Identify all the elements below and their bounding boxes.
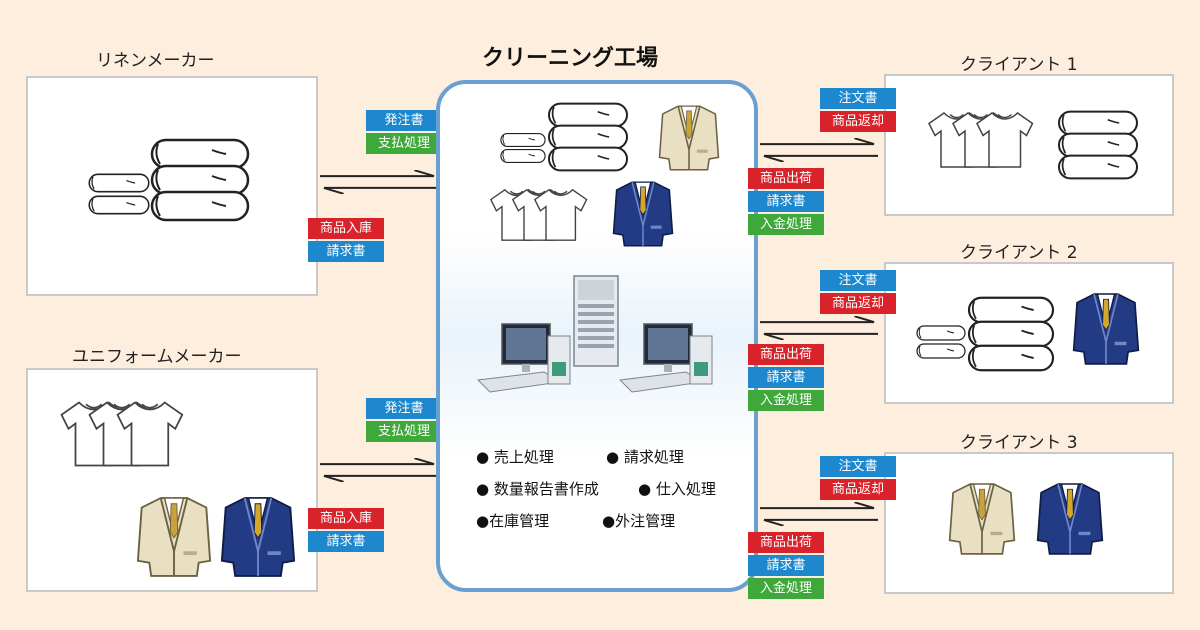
tag-order-sheet: 発注書 xyxy=(366,110,442,131)
client2-title: クライアント 2 xyxy=(960,243,1078,263)
client1-box xyxy=(884,74,1174,216)
tag-invoice: 請求書 xyxy=(748,555,824,576)
task-outsourcing: ●外注管理 xyxy=(602,512,676,530)
navy-jacket-icon xyxy=(1036,483,1104,555)
tag-receipt-of-payment: 入金処理 xyxy=(748,578,824,599)
tag-order-sheet: 発注書 xyxy=(366,398,442,419)
towel-stack-icon xyxy=(916,296,1055,372)
arrows-supplier2 xyxy=(320,458,438,482)
factory-title: クリーニング工場 xyxy=(482,46,659,71)
tag-goods-receipt: 商品入庫 xyxy=(308,508,384,529)
arrows-client2 xyxy=(760,316,878,340)
task-inventory: ●在庫管理 xyxy=(476,512,550,530)
supplier-uniform-title: ユニフォームメーカー xyxy=(72,347,242,367)
task-purchasing: ● 仕入処理 xyxy=(638,480,716,498)
beige-jacket-icon xyxy=(948,483,1016,555)
towel-stack-icon xyxy=(1057,110,1139,180)
tag-payment: 支払処理 xyxy=(366,133,442,154)
client2-box xyxy=(884,262,1174,404)
supplier-linen-box xyxy=(26,76,318,296)
navy-jacket-icon xyxy=(612,181,674,247)
task-billing: ● 請求処理 xyxy=(606,448,684,466)
tag-shipment: 商品出荷 xyxy=(748,168,824,189)
arrows-supplier1 xyxy=(320,170,438,194)
tag-receipt-of-payment: 入金処理 xyxy=(748,214,824,235)
task-quantity-report: ● 数量報告書作成 xyxy=(476,480,599,498)
tag-shipment: 商品出荷 xyxy=(748,532,824,553)
supplier-linen-title: リネンメーカー xyxy=(96,51,215,71)
tag-goods-return: 商品返却 xyxy=(820,293,896,314)
arrows-client3 xyxy=(760,502,878,526)
arrows-client1 xyxy=(760,138,878,162)
tag-shipment: 商品出荷 xyxy=(748,344,824,365)
client3-title: クライアント 3 xyxy=(960,433,1078,453)
beige-jacket-icon xyxy=(658,105,720,171)
tag-order-form: 注文書 xyxy=(820,456,896,477)
towel-stack-icon xyxy=(88,138,250,222)
client3-box xyxy=(884,452,1174,594)
server-icon xyxy=(573,275,619,367)
tag-order-form: 注文書 xyxy=(820,88,896,109)
tag-invoice: 請求書 xyxy=(308,531,384,552)
desktop-pc-icon xyxy=(618,323,713,393)
tshirt-icon xyxy=(928,112,1034,168)
tag-goods-receipt: 商品入庫 xyxy=(308,218,384,239)
navy-jacket-icon xyxy=(220,497,296,577)
client1-title: クライアント 1 xyxy=(960,55,1078,75)
tag-goods-return: 商品返却 xyxy=(820,479,896,500)
tag-invoice: 請求書 xyxy=(748,367,824,388)
factory-panel: ● 売上処理 ● 請求処理 ● 数量報告書作成 ● 仕入処理 ●在庫管理 ●外注… xyxy=(436,80,758,592)
supplier-uniform-box xyxy=(26,368,318,592)
tag-invoice: 請求書 xyxy=(308,241,384,262)
tag-order-form: 注文書 xyxy=(820,270,896,291)
navy-jacket-icon xyxy=(1072,293,1140,365)
task-sales: ● 売上処理 xyxy=(476,448,554,466)
tag-receipt-of-payment: 入金処理 xyxy=(748,390,824,411)
desktop-pc-icon xyxy=(476,323,571,393)
tag-invoice: 請求書 xyxy=(748,191,824,212)
tag-goods-return: 商品返却 xyxy=(820,111,896,132)
tag-payment: 支払処理 xyxy=(366,421,442,442)
